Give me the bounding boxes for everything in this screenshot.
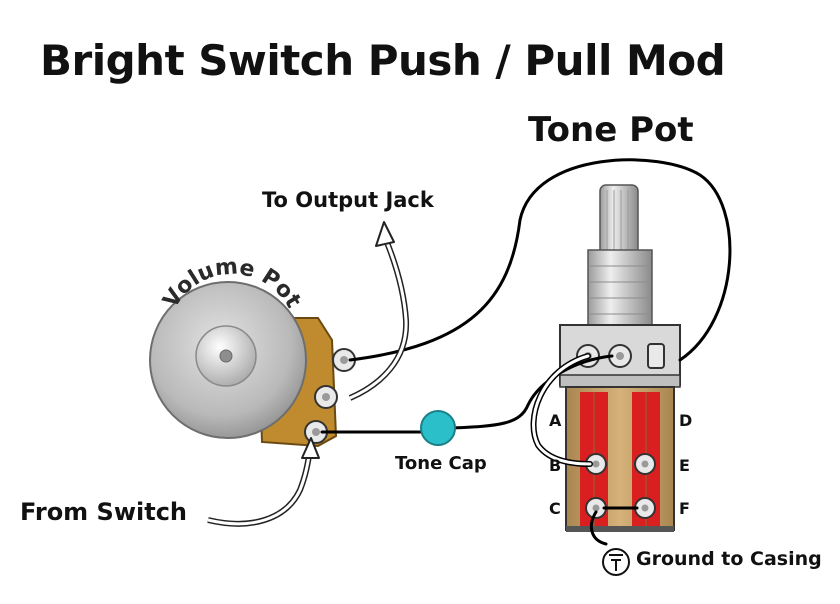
- wire-cap-to-switch: [450, 354, 614, 430]
- switch-pin-c-label: C: [549, 499, 561, 518]
- ground-symbol-icon: [602, 548, 630, 576]
- tone-pot: [559, 184, 681, 388]
- switch-lug-e: [634, 453, 656, 475]
- tone-lug-3: [647, 343, 665, 369]
- output-jack-label: To Output Jack: [262, 188, 434, 212]
- switch-pin-a-label: A: [549, 411, 562, 430]
- from-switch-arrow: [207, 437, 320, 527]
- switch-pin-f-label: F: [679, 499, 690, 518]
- tone-pot-label: Tone Pot: [528, 110, 694, 150]
- wire-ground: [589, 510, 608, 546]
- volume-pot: Volume Pot: [149, 254, 356, 448]
- tone-cap: [420, 410, 456, 446]
- tone-pot-shaft: [599, 184, 639, 256]
- wire-volume-to-tone-loop: [348, 158, 732, 362]
- switch-lug-f: [634, 497, 656, 519]
- from-switch-label: From Switch: [20, 498, 188, 526]
- switch-pin-d-label: D: [679, 411, 693, 430]
- tone-lug-2: [608, 344, 632, 368]
- tone-pot-bushing: [587, 249, 653, 329]
- output-arrow: [348, 221, 410, 401]
- ground-label: Ground to Casing: [636, 548, 822, 570]
- switch-pin-e-label: E: [679, 456, 690, 475]
- volume-lug-2: [314, 385, 338, 409]
- switch-pin-b-label: B: [549, 456, 562, 475]
- wires: [320, 158, 732, 546]
- push-pull-switch: [565, 386, 675, 532]
- page-title: Bright Switch Push / Pull Mod: [40, 36, 726, 85]
- tone-cap-label: Tone Cap: [395, 453, 487, 474]
